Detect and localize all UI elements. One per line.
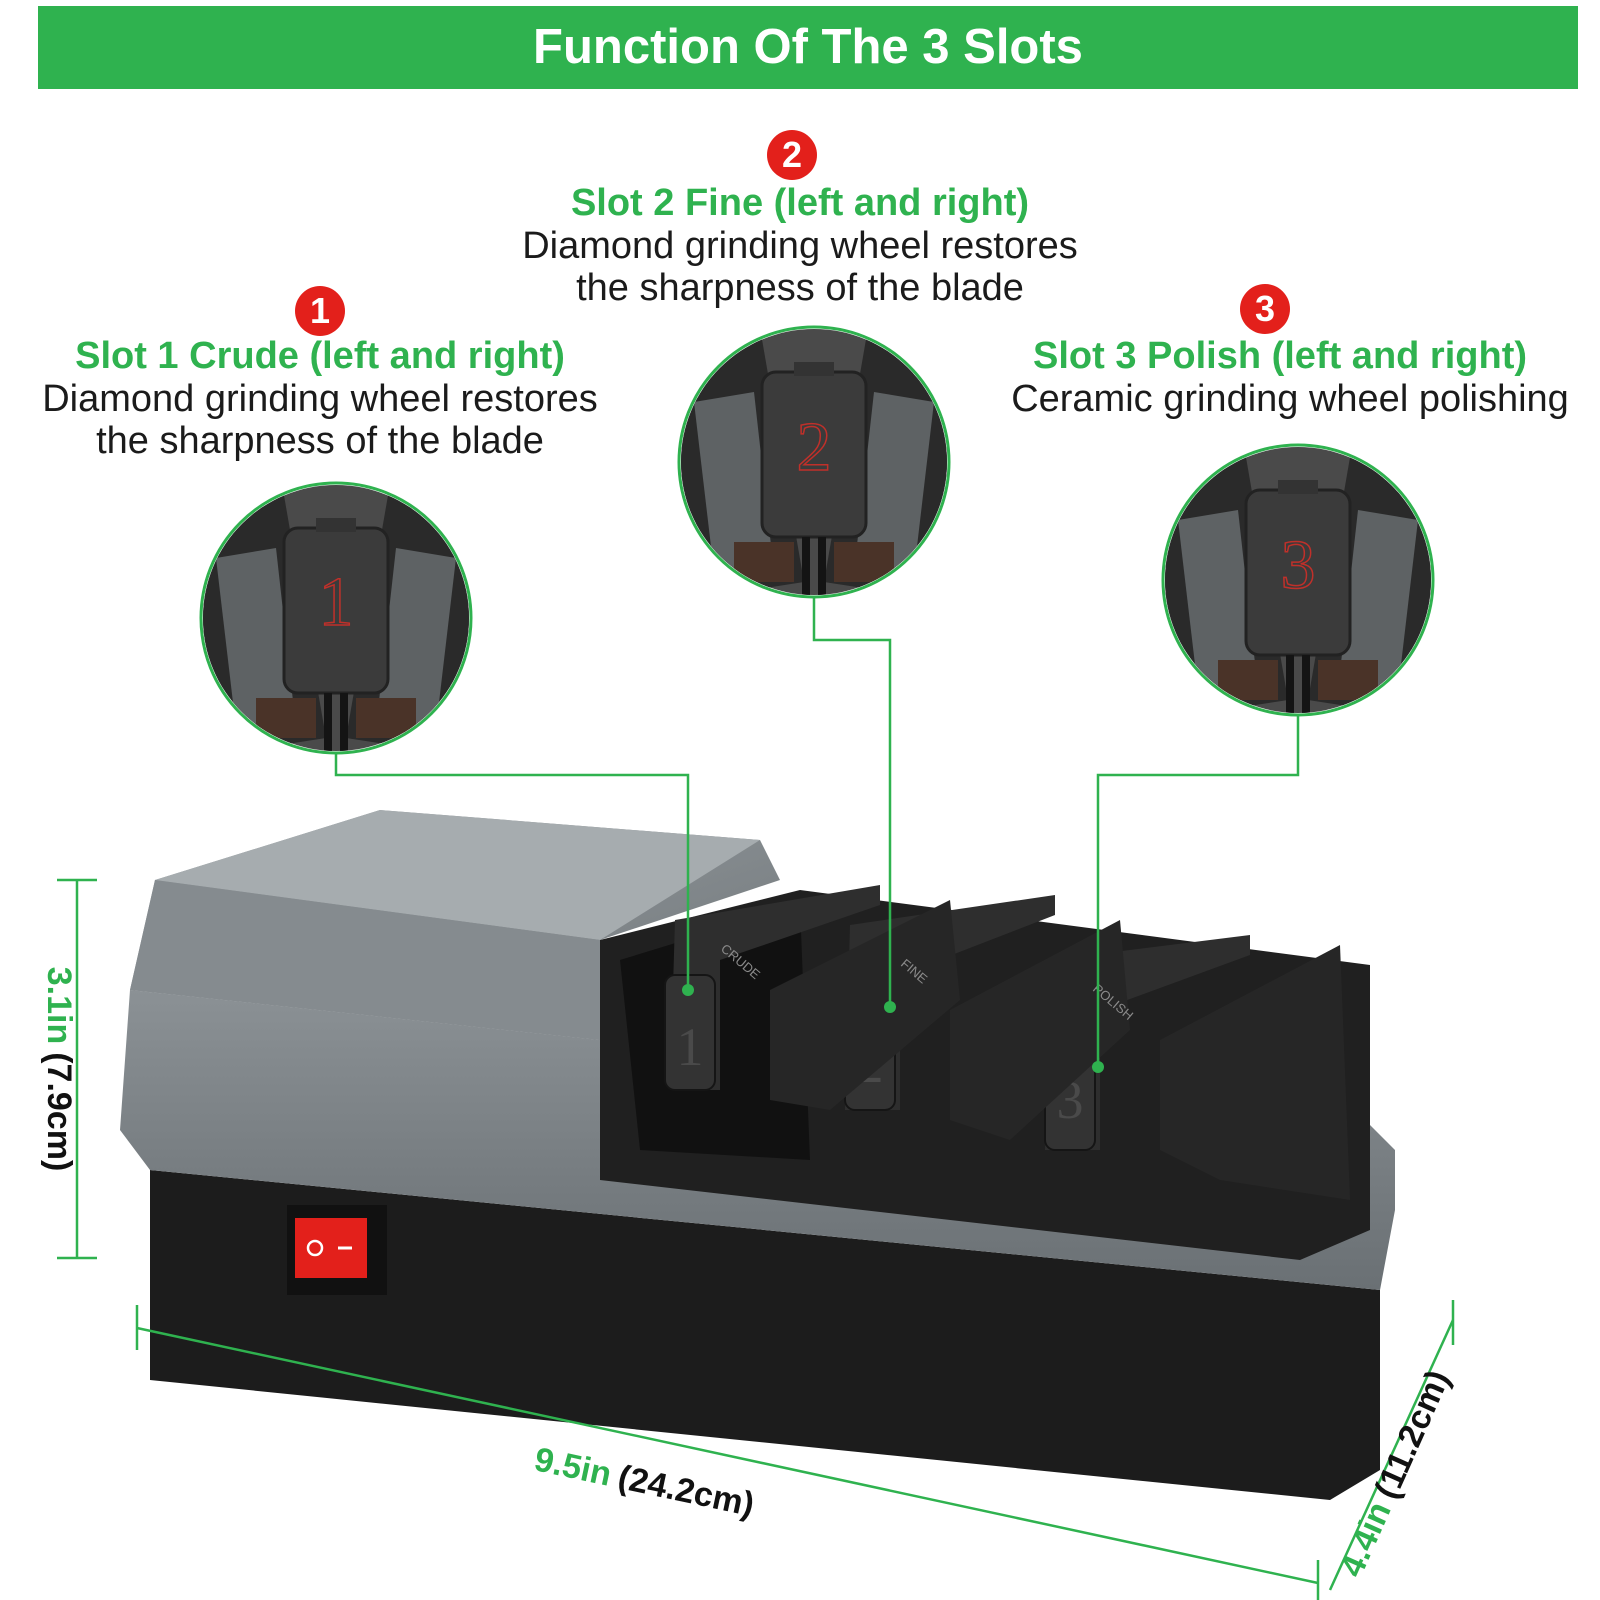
- height-cm: (7.9cm): [40, 1052, 78, 1171]
- depth-cm: (11.2cm): [1367, 1365, 1457, 1505]
- depth-inches: 4.4in: [1333, 1496, 1399, 1582]
- slot-3-description-line-1: Ceramic grinding wheel polishing: [1011, 378, 1569, 420]
- slot-3-number-badge: 3: [1240, 284, 1290, 334]
- depth-dimension-line: [1328, 1319, 1455, 1591]
- slot-3-leader-line: [1096, 715, 1300, 1065]
- slot-2-leader-line: [812, 597, 892, 1005]
- slot-2-closeup-circle: 2: [677, 325, 951, 599]
- slot-1-description-line-2: the sharpness of the blade: [96, 420, 544, 462]
- slot-1-guide-numeral: 1: [677, 1017, 704, 1077]
- slot-2-description-line-2: the sharpness of the blade: [576, 267, 1024, 309]
- length-dimension-label: 9.5in(24.2cm): [531, 1440, 757, 1524]
- slot-2-number-badge: 2: [767, 130, 817, 180]
- slot-2-marker-dot: [884, 1001, 896, 1013]
- slot-3-closeup-numeral: 3: [1281, 527, 1316, 604]
- slot-3-heading: Slot 3 Polish (left and right): [1033, 335, 1527, 377]
- slot-1-guide: 1: [664, 885, 880, 1091]
- slot-3-closeup-circle: 3: [1161, 443, 1435, 717]
- dimension-lines: [57, 878, 1455, 1600]
- slot-1-closeup-circle: 1: [199, 481, 473, 755]
- knife-sharpener-device: 1 2 3 CRUDE FINE POLISH: [120, 810, 1395, 1500]
- height-inches: 3.1in: [40, 967, 78, 1044]
- slot-1-marker-dot: [682, 984, 694, 996]
- length-inches: 9.5in: [531, 1440, 615, 1493]
- height-dimension-label: 3.1in (7.9cm): [40, 967, 78, 1172]
- slot-1-closeup-numeral: 1: [319, 564, 354, 641]
- title-banner: Function Of The 3 Slots: [38, 6, 1578, 89]
- length-dimension-line: [136, 1326, 1319, 1585]
- slot-1-description-line-1: Diamond grinding wheel restores: [42, 378, 598, 420]
- page-title: Function Of The 3 Slots: [533, 20, 1083, 74]
- power-switch-icon: [287, 1205, 387, 1295]
- slot-1-heading: Slot 1 Crude (left and right): [75, 335, 565, 377]
- length-cm: (24.2cm): [615, 1458, 758, 1524]
- leader-lines: [334, 597, 1300, 1065]
- slot-3-marker-dot: [1092, 1061, 1104, 1073]
- slot-1-number-badge: 1: [295, 286, 345, 336]
- svg-text:9.5in(24.2cm): 9.5in(24.2cm): [531, 1440, 757, 1524]
- slot-2-description-line-1: Diamond grinding wheel restores: [522, 225, 1078, 267]
- slot-2-closeup-numeral: 2: [797, 409, 832, 486]
- slot-1-leader-line: [334, 753, 690, 988]
- svg-text:3.1in(7.9cm): 3.1in (7.9cm): [40, 967, 78, 1172]
- slot-2-heading: Slot 2 Fine (left and right): [570, 182, 1030, 224]
